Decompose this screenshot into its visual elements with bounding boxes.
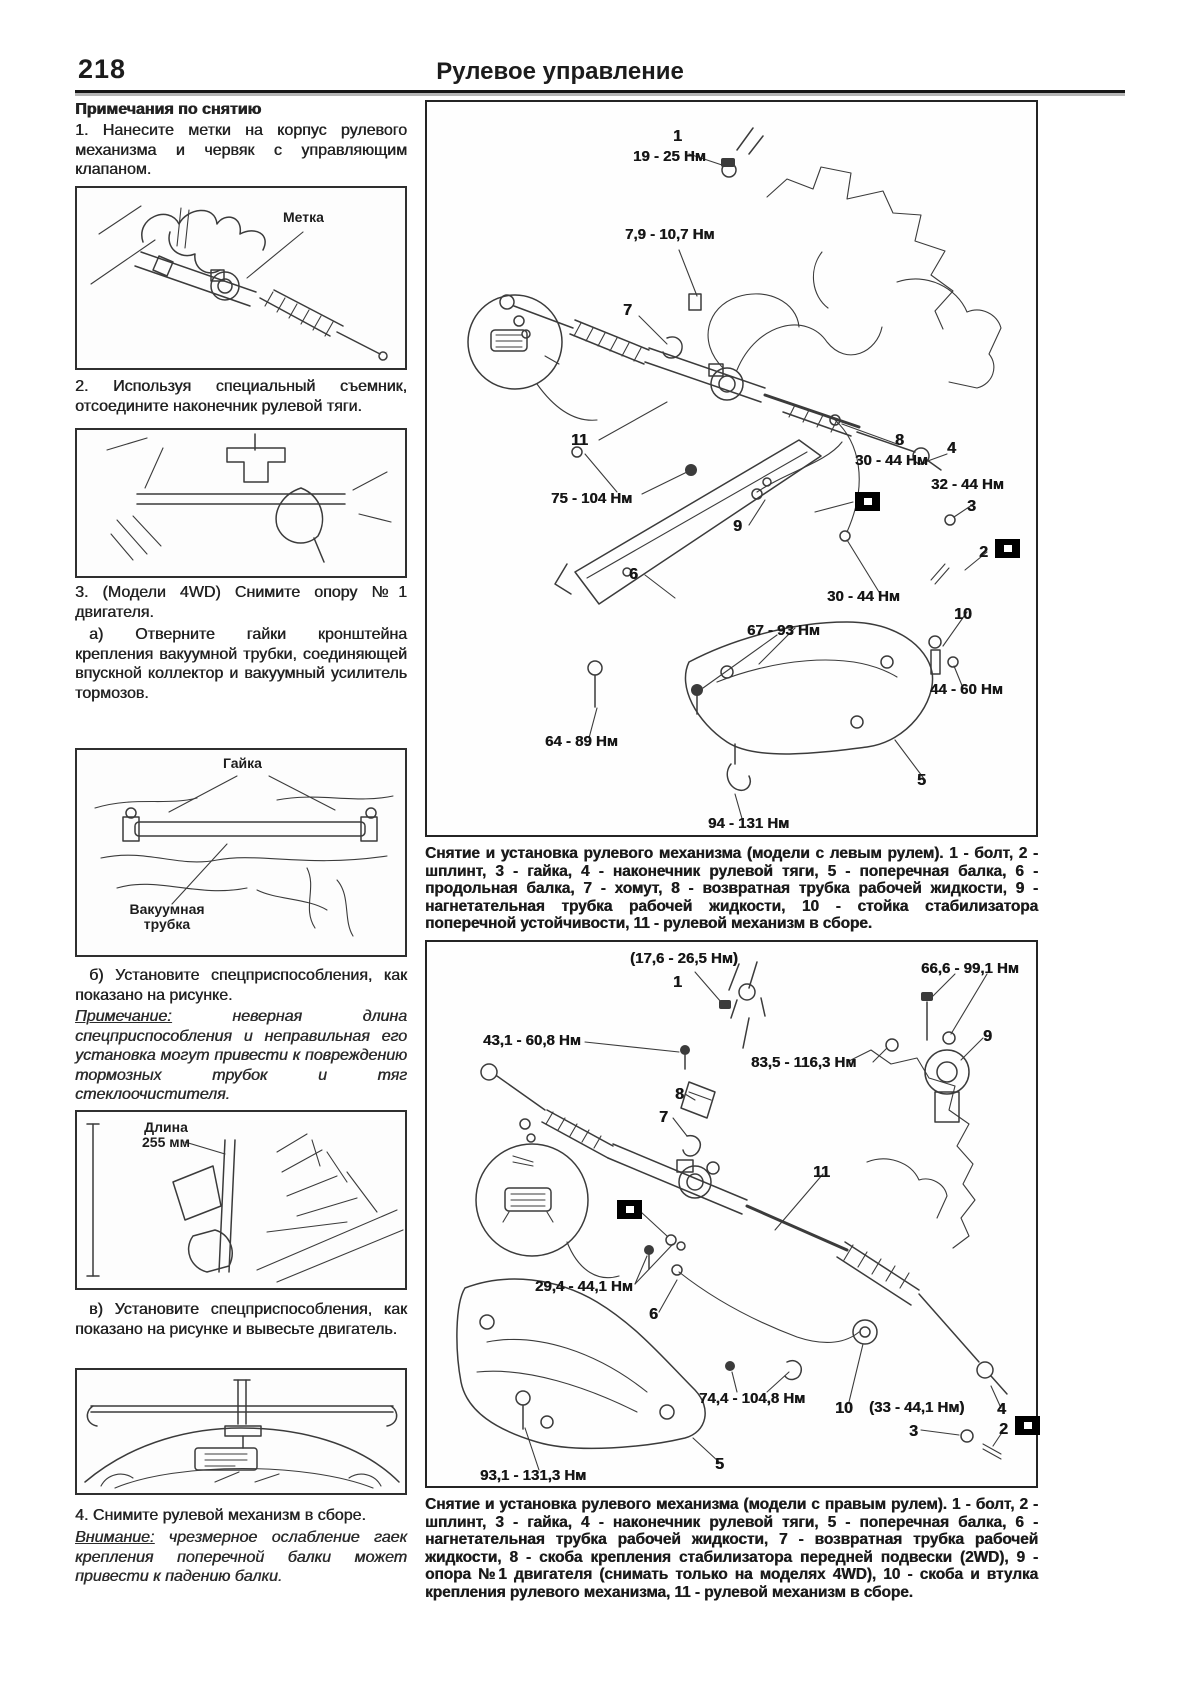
part-number-label: 10 <box>954 606 972 623</box>
part-number-label: 5 <box>917 772 926 789</box>
step-3c-text: в) Установите спецприспособления, как по… <box>75 1301 407 1338</box>
diagram1-label-layer: 1 19 - 25 Нм 7,9 - 10,7 Нм 7 11 8 30 - 44 Нм 4 3… <box>427 102 1040 839</box>
fig1-sketch <box>90 205 388 361</box>
note-label: Примечание: <box>75 1008 172 1025</box>
part-number-label: 7 <box>623 302 632 319</box>
section-heading: Примечания по снятию <box>75 101 262 118</box>
page-title: Рулевое управление <box>436 58 684 85</box>
torque-value-label: 83,5 - 116,3 Нм <box>751 1054 857 1071</box>
step-3-text: 3. (Модели 4WD) Снимите опору №1 двигате… <box>75 584 407 621</box>
step-3a-text: а) Отверните гайки кронштейна крепления … <box>75 626 407 702</box>
torque-value-label: 94 - 131 Нм <box>708 815 790 832</box>
replacement-part-badge <box>855 492 880 511</box>
note-paragraph: Примечание: неверная длина спецприспособ… <box>75 1007 407 1105</box>
torque-value-label: 75 - 104 Нм <box>551 490 633 507</box>
part-number-label: 5 <box>715 1456 724 1473</box>
step-3b-text: б) Установите спецприспособления, как по… <box>75 967 407 1004</box>
torque-value-label: 32 - 44 Нм <box>931 476 1004 493</box>
part-number-label: 3 <box>967 498 976 515</box>
diagram2-sketch <box>456 961 1008 1471</box>
page-number: 218 <box>78 54 127 84</box>
note-text: неверная длина спецприспособления и непр… <box>75 1008 407 1104</box>
step-1-text: 1. Нанесите метки на корпус рулевого мех… <box>75 122 407 179</box>
fig1-mark-label: Метка <box>283 209 324 225</box>
step-2-text: 2. Используя специальный съемник, отсоед… <box>75 378 407 415</box>
diagram1-sketch <box>467 127 1002 823</box>
warning-text: чрезмерное ослабление гаек крепления поп… <box>75 1529 407 1586</box>
diagram1-caption: Снятие и установка рулевого механизма (м… <box>425 845 1038 932</box>
part-number-label: 3 <box>909 1423 918 1440</box>
torque-value-label: 67 - 93 Нм <box>747 622 820 639</box>
torque-value-label: 64 - 89 Нм <box>545 733 618 750</box>
part-number-label: 10 <box>835 1400 853 1417</box>
fig3-nut-label: Гайка <box>223 755 262 771</box>
figure-tie-rod-puller <box>75 428 407 578</box>
fig4-length-label: Длина 255 мм <box>142 1119 190 1151</box>
torque-value-label: 43,1 - 60,8 Нм <box>483 1032 581 1049</box>
figure-vacuum-tube: Гайка Вакуумная трубка <box>75 748 407 957</box>
figure-tool-length: Длина 255 мм <box>75 1110 407 1290</box>
torque-value-label: 19 - 25 Нм <box>633 148 706 165</box>
figure-mark-on-gear: Метка <box>75 186 407 370</box>
torque-value-label: 93,1 - 131,3 Нм <box>480 1467 587 1484</box>
torque-value-label: 44 - 60 Нм <box>930 681 1003 698</box>
fig3-sketch <box>94 775 394 937</box>
warning-label: Внимание: <box>75 1529 155 1546</box>
replacement-part-badge <box>1015 1416 1040 1435</box>
torque-value-label: 66,6 - 99,1 Нм <box>921 960 1019 977</box>
part-number-label: 4 <box>947 440 956 457</box>
part-number-label: 1 <box>673 128 682 145</box>
torque-value-label: 74,4 - 104,8 Нм <box>699 1390 806 1407</box>
diagram-rhd-steering: (17,6 - 26,5 Нм) 1 66,6 - 99,1 Нм 43,1 - 60… <box>425 940 1040 1490</box>
part-number-label: 11 <box>571 432 588 449</box>
fig2-sketch <box>106 433 392 563</box>
torque-value-label: 29,4 - 44,1 Нм <box>535 1278 633 1295</box>
step-4-text: 4. Снимите рулевой механизм в сборе. <box>75 1507 366 1524</box>
fig3-vacuum-tube-label: Вакуумная трубка <box>129 901 205 933</box>
part-number-label: 8 <box>895 432 904 449</box>
torque-value-label: 7,9 - 10,7 Нм <box>625 226 715 243</box>
part-number-label: 4 <box>997 1401 1006 1418</box>
diagram2-caption: Снятие и установка рулевого механизма (м… <box>425 1496 1038 1601</box>
part-number-label: 2 <box>979 544 988 561</box>
part-number-label: 11 <box>813 1164 830 1181</box>
fig4-sketch <box>86 1123 404 1283</box>
part-number-label: 6 <box>649 1306 658 1323</box>
torque-value-label: (33 - 44,1 Нм) <box>869 1399 965 1416</box>
part-number-label: 1 <box>673 974 682 991</box>
fig5-sketch <box>84 1379 400 1489</box>
part-number-label: 9 <box>733 518 742 535</box>
torque-value-label: (17,6 - 26,5 Нм) <box>630 950 738 967</box>
torque-value-label: 30 - 44 Нм <box>827 588 900 605</box>
figure-engine-support <box>75 1368 407 1495</box>
replacement-part-badge <box>617 1200 642 1219</box>
warning-paragraph: Внимание: чрезмерное ослабление гаек кре… <box>75 1528 407 1587</box>
part-number-label: 7 <box>659 1109 668 1126</box>
part-number-label: 6 <box>629 566 638 583</box>
part-number-label: 8 <box>675 1086 684 1103</box>
part-number-label: 9 <box>983 1028 992 1045</box>
replacement-part-badge <box>995 539 1020 558</box>
part-number-label: 2 <box>999 1421 1008 1438</box>
diagram2-label-layer: (17,6 - 26,5 Нм) 1 66,6 - 99,1 Нм 43,1 - 60… <box>427 942 1040 1490</box>
header-rule <box>75 90 1125 93</box>
diagram-lhd-steering: 1 19 - 25 Нм 7,9 - 10,7 Нм 7 11 8 30 - 44 Нм 4 3… <box>425 100 1038 837</box>
torque-value-label: 30 - 44 Нм <box>855 452 928 469</box>
